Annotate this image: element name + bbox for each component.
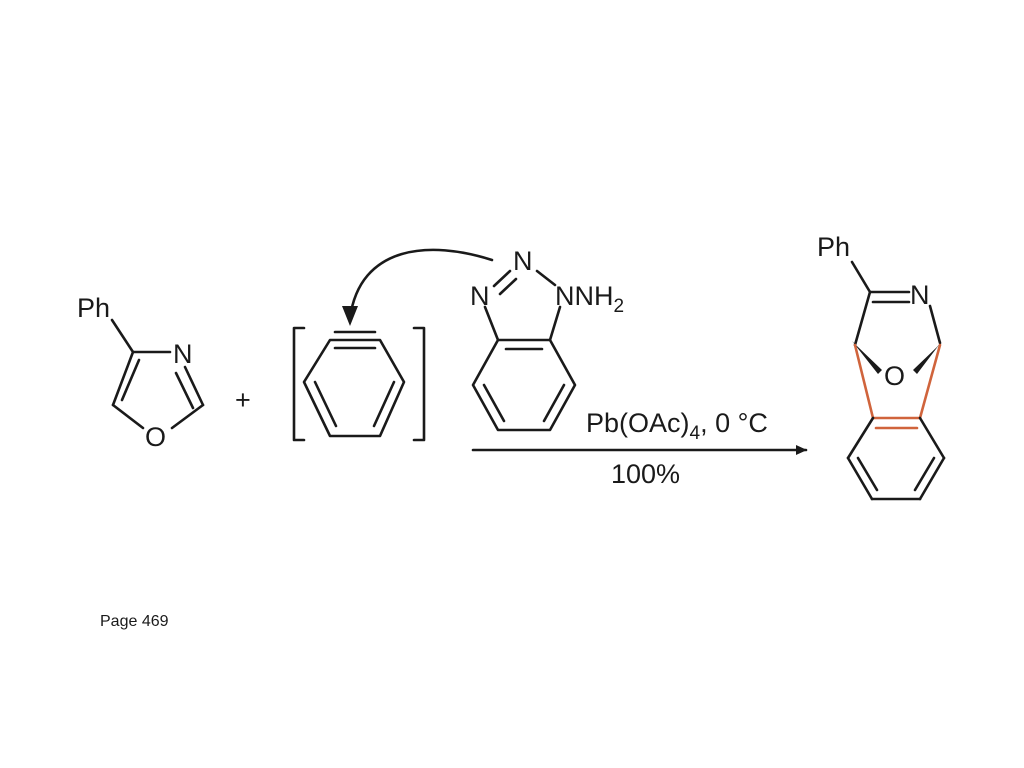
reagent-label: Pb(OAc)4, 0 °C [586,408,768,444]
benzyne-inner-bond-1 [313,380,338,428]
product-n-ch-bond [928,304,942,345]
oxazole-n-label: N [173,339,193,369]
product-structure: Ph N O [817,232,946,501]
c2-o-bond [170,403,205,430]
page-label: Page 469 [100,613,169,630]
product-ph-label: Ph [817,232,850,262]
c5-c4-bond [111,350,135,407]
n-c2-bond [183,365,205,407]
triazole-nnh2-label: NNH2 [555,281,624,317]
c-n1-bond [548,305,562,342]
product-ring-inner-1 [856,456,879,492]
product-ring-bond-5 [918,416,946,460]
n3-n2-double-bond [498,277,518,296]
curved-arrow [348,248,494,320]
benzyne-structure [292,326,426,442]
benzyne-inner-bond-2 [372,380,396,428]
aminobenzotriazole-structure: N N NNH2 [470,246,624,432]
c-n3-bond [483,305,500,342]
product-ring-bond-1 [846,416,875,460]
benzotriazole-inner-bond-2 [542,383,566,423]
benzotriazole-benzene-ring [471,338,577,432]
curved-arrow-head [342,306,358,326]
product-o-label: O [884,361,905,391]
product-ring-bond-2 [846,456,874,501]
triazole-n3-label: N [470,281,490,311]
product-n-label: N [910,280,930,310]
product-wedge-left [852,341,882,374]
n3-n2-bond [492,269,512,288]
c5-c4-double-bond [120,358,141,402]
oxazole-structure: Ph N O [77,293,205,452]
ph-bond [110,318,135,354]
product-wedge-right [913,341,942,374]
oxazole-ph-label: Ph [77,293,110,323]
right-bracket [412,326,426,442]
triazole-n2-label: N [513,246,533,276]
n-c2-double-bond [174,371,195,410]
benzyne-ring [302,338,406,438]
product-ring-bond-4 [918,456,946,501]
yield-label: 100% [611,459,680,489]
product-new-bond-left [853,343,875,420]
product-ring-inner-2 [913,456,936,492]
plus-sign: + [235,385,251,415]
benzotriazole-inner-bond-1 [482,383,506,423]
product-new-bond-right [918,343,942,420]
oxazole-o-label: O [145,422,166,452]
n2-n1-bond [535,269,557,287]
o-c5-bond [111,403,145,430]
product-ph-bond [850,260,872,294]
left-bracket [292,326,306,442]
product-c-ch-bond [853,290,872,347]
